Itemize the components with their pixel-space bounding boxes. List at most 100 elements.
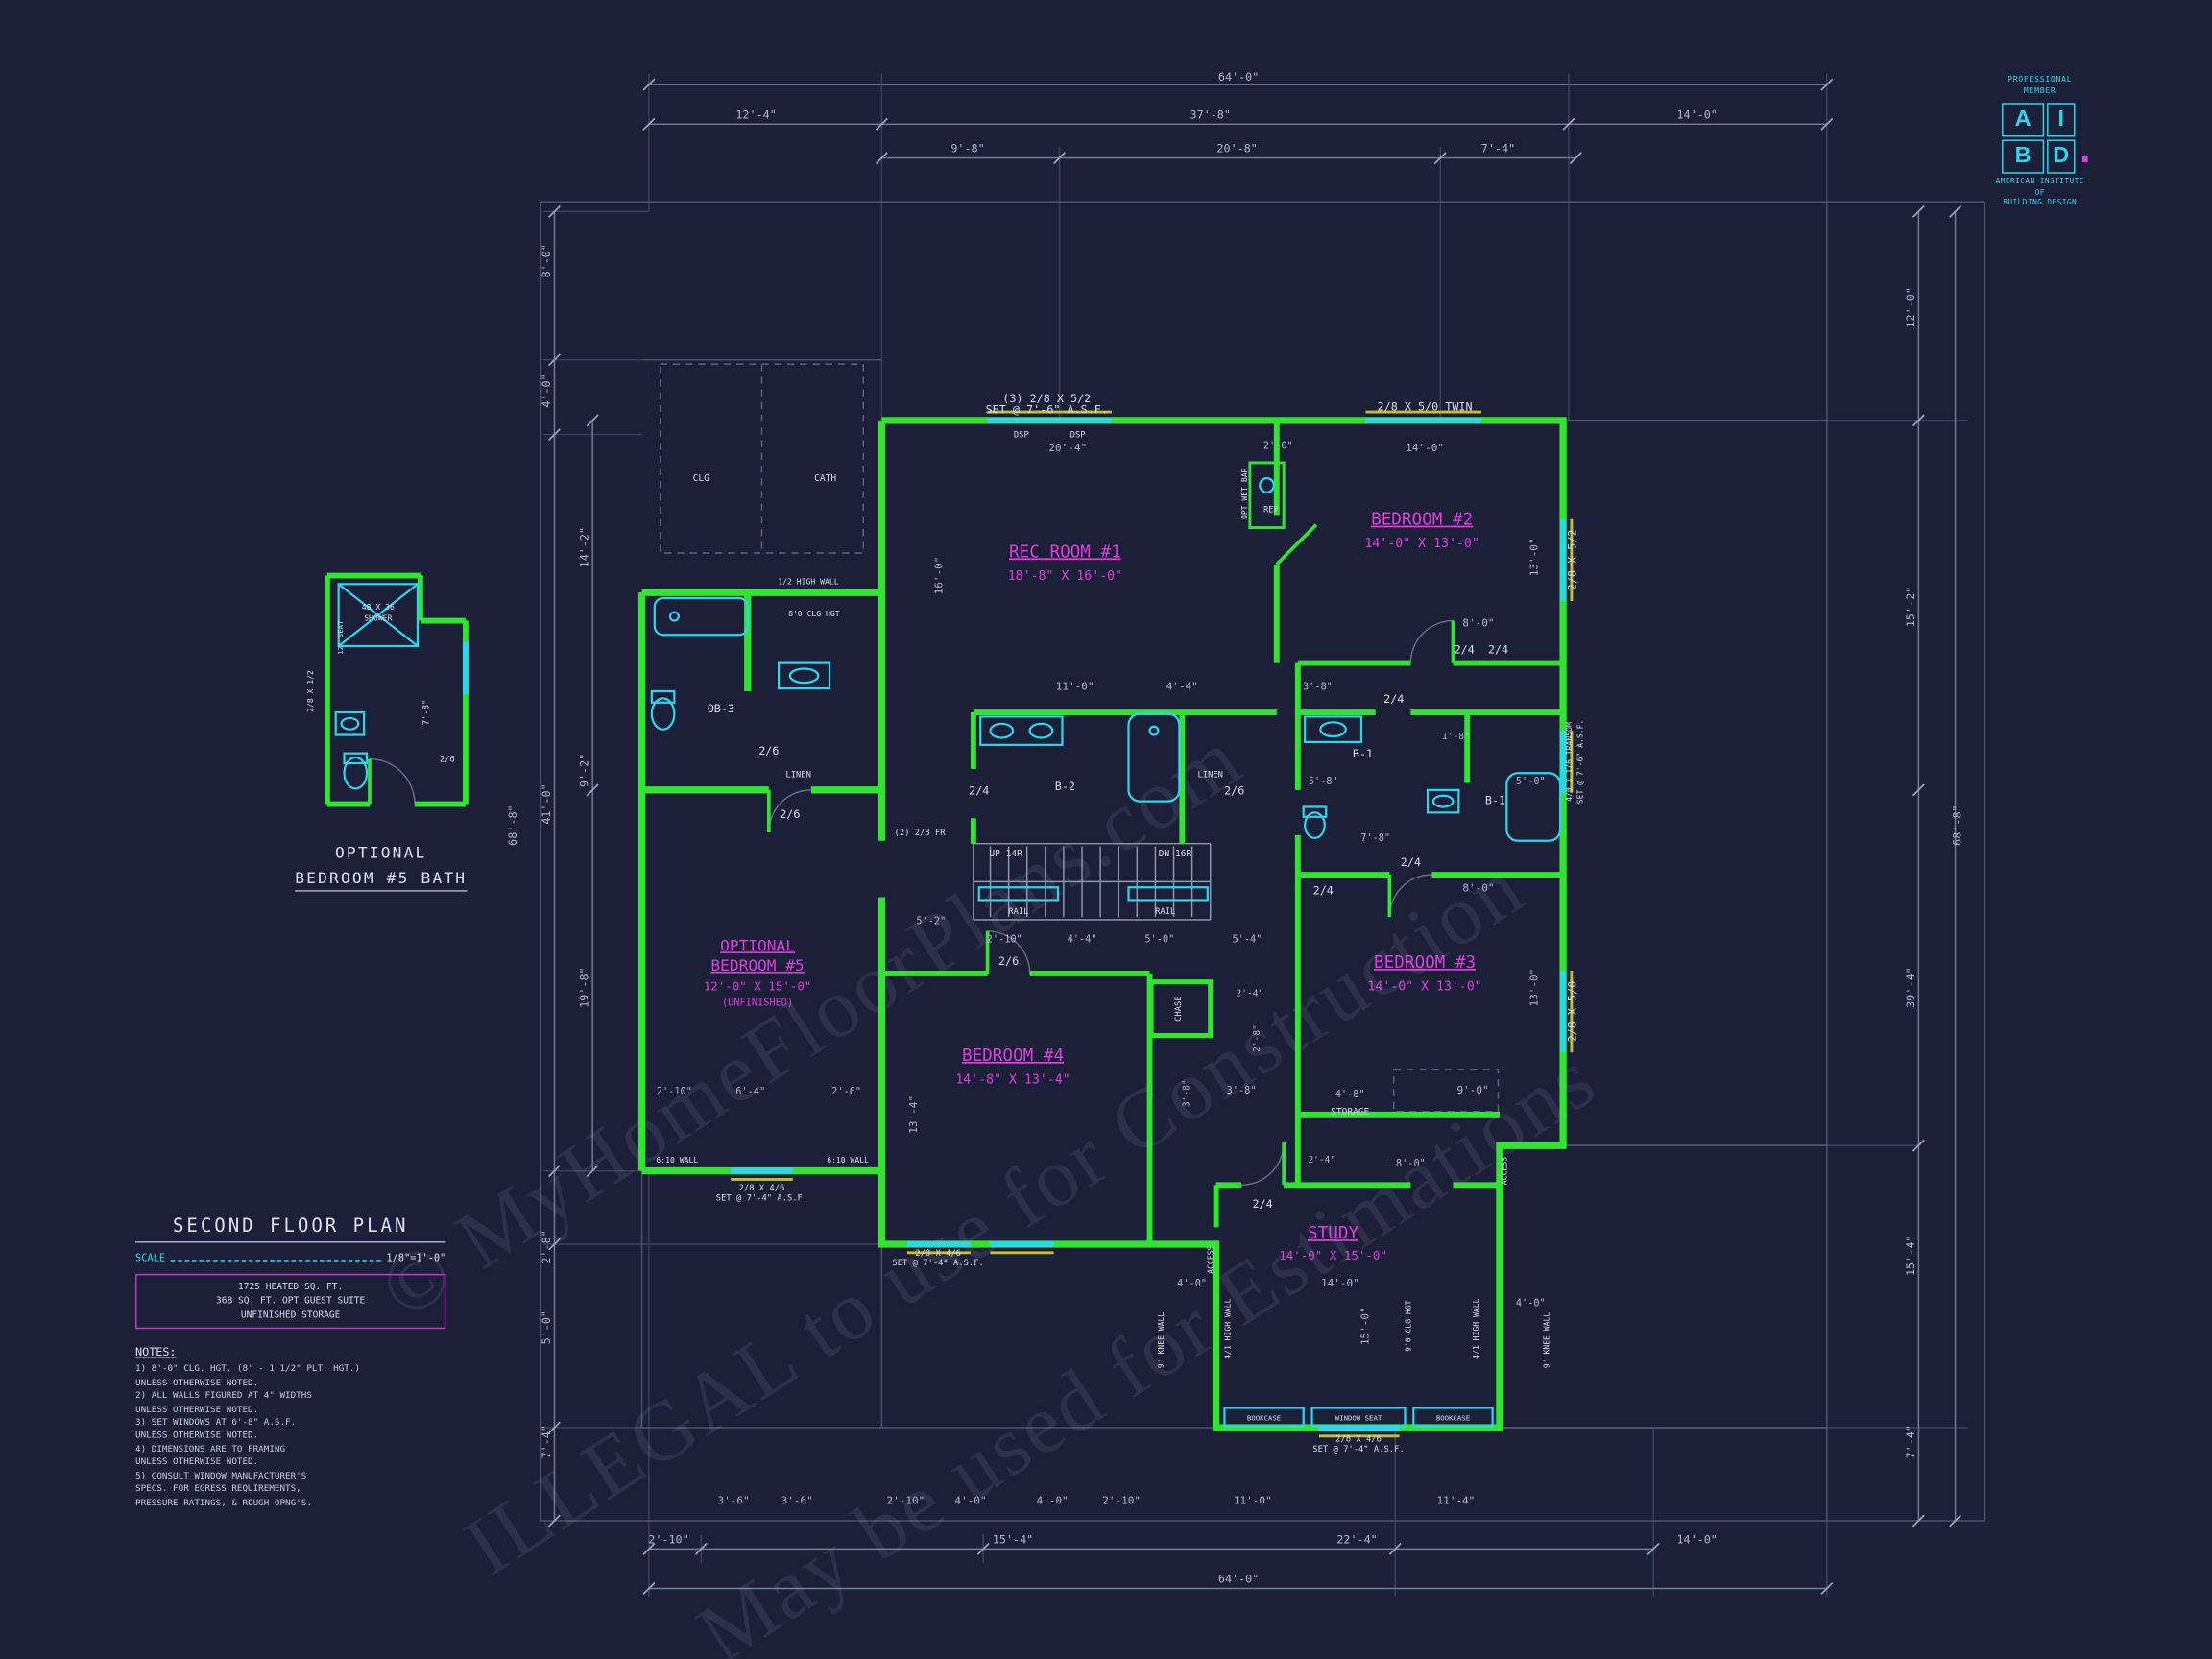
room-label-optional-bedroom-5: OPTIONAL: [720, 936, 795, 954]
dashed-line-layer: [659, 363, 1500, 1113]
plan-label: RAIL: [1008, 907, 1028, 917]
dimension-label: 2'-10": [886, 1494, 925, 1506]
plan-label: B-2: [1055, 780, 1075, 793]
room-label: 14'-0" X 13'-0": [1367, 980, 1481, 995]
dimension-label: 20'-8": [1216, 142, 1257, 156]
plan-label: REF: [1263, 505, 1279, 515]
page-title: SECOND FLOOR PLAN: [135, 1216, 446, 1243]
door-size-label: 2/6: [998, 954, 1019, 968]
plan-label: RAIL: [1155, 907, 1175, 917]
dimension-label: 3'-8": [1182, 1079, 1192, 1107]
bathtub: [1127, 712, 1181, 803]
dimension-label: 19'-8": [578, 967, 591, 1007]
dimension-label: 9'-8": [950, 142, 984, 156]
door-size-label: 2/4: [1455, 642, 1475, 656]
dimension-label: 5'-4": [1232, 934, 1262, 946]
window-spec-label: (3) 2/8 X 5/2: [1002, 392, 1091, 405]
wall-detail-bath: [324, 572, 469, 807]
dimension-label: 2'-4": [1237, 988, 1264, 998]
dimension-label: 4'-0": [954, 1494, 986, 1506]
plan-label: STORAGE: [1331, 1107, 1369, 1118]
room-label-study: STUDY: [1308, 1224, 1358, 1243]
room-label: (UNFINISHED): [722, 998, 793, 1009]
reference-outline-layer: [540, 201, 1986, 1522]
plan-label: 4/1 HIGH WALL: [1222, 1298, 1232, 1358]
dimension-label: 9'-2": [578, 754, 591, 787]
dimension-label: 9'-0": [1456, 1084, 1488, 1096]
window-spec-label: DSP: [1070, 431, 1086, 441]
dimension-label: 15'-2": [1904, 587, 1917, 627]
annotation-layer: 64'-0"12'-4"37'-8"14'-0"9'-8"20'-8"7'-4"…: [305, 70, 1963, 1586]
plan-label: OB-3: [708, 702, 734, 715]
plan-label: BOOKCASE: [1247, 1414, 1281, 1423]
dimension-label: 14'-0": [1321, 1277, 1359, 1289]
double-vanity: [979, 715, 1064, 746]
dimension-label: 7'-4": [1904, 1425, 1917, 1458]
window-spec-label: SET @ 7'-4" A.S.F.: [1312, 1445, 1404, 1455]
vanity-sink: [778, 661, 831, 690]
scale-dots: [170, 1254, 381, 1262]
plan-label: 4/1 HIGH WALL: [1471, 1298, 1480, 1358]
bar-sink: [1259, 477, 1275, 493]
dimension-label: 6'-4": [735, 1086, 765, 1097]
detail-label: 2/6: [440, 755, 455, 764]
scale-row: SCALE 1/8"=1'-0": [135, 1253, 445, 1264]
dimension-label: 2'-0": [1263, 440, 1293, 451]
wall-left-wing: [637, 589, 882, 1175]
room-label: 12'-0" X 15'-0": [704, 979, 812, 994]
dimension-label: 3'-6": [781, 1494, 813, 1506]
room-label: 14'-0" X 15'-0": [1279, 1248, 1387, 1262]
dimension-label: 11'-0": [1056, 681, 1094, 693]
dimension-label: 2'-8": [540, 1230, 553, 1263]
logo-letter-a: A: [2002, 103, 2045, 138]
scale-value: 1/8"=1'-0": [386, 1252, 446, 1264]
dimension-label: 4'-4": [1068, 934, 1097, 946]
logo-member-text: PROFESSIONAL MEMBER: [2008, 76, 2073, 96]
plan-label: LINEN: [1197, 771, 1222, 781]
door-size-label: 2/4: [1401, 855, 1421, 869]
door-swing-arcs: [369, 619, 1454, 1187]
toilet: [1304, 811, 1326, 839]
door-size-label: 2/4: [1488, 642, 1508, 656]
dimension-label: 8'-0": [1462, 616, 1494, 629]
window-spec-label: SET @ 7'-6" A.S.F.: [1575, 720, 1585, 805]
dimension-label: 3'-6": [717, 1494, 749, 1506]
dimension-label: 14'-2": [578, 527, 591, 567]
detail-label: 48 X 36: [362, 602, 395, 612]
dimension-label: 4'-0": [540, 373, 553, 407]
toilet: [650, 697, 676, 731]
logo-org-text: AMERICAN INSTITUTE OF BUILDING DESIGN: [1995, 178, 2084, 208]
bathtub: [1505, 772, 1562, 842]
staircase: [973, 842, 1212, 921]
dimension-label: 64'-0": [1218, 70, 1259, 84]
window-header-layer: [731, 410, 1574, 1438]
dimension-label: 64'-0": [1218, 1573, 1259, 1586]
wall-interior: [881, 420, 1564, 1245]
dimension-label: 13'-4": [907, 1095, 920, 1134]
room-label: BEDROOM #5: [710, 956, 804, 974]
window-spec-label: 2/8 X 4/6: [739, 1184, 785, 1193]
bookcase: [1223, 1407, 1305, 1428]
door-size-label: 2/4: [969, 783, 989, 797]
plan-label: UP 14R: [989, 849, 1022, 859]
plan-label: ACCESS: [1499, 1157, 1508, 1185]
dimension-label: 14'-0": [1676, 1533, 1717, 1547]
dimension-label: 22'-4": [1336, 1533, 1377, 1547]
window-spec-label: 2/8 X 5/0 TWIN: [1378, 400, 1473, 414]
plan-label: OPT WET BAR: [1239, 468, 1249, 519]
dimension-label: 2'-6": [831, 1086, 861, 1097]
extension-line-layer: [542, 73, 1968, 1598]
logo-letter-grid: A I B D: [2002, 103, 2088, 175]
detail-title-line2: BEDROOM #5 BATH: [295, 869, 468, 892]
dimension-label: 4'-4": [1166, 681, 1198, 693]
vanity-sink: [334, 710, 366, 736]
logo-letter-b: B: [2002, 140, 2045, 175]
notes-heading: NOTES:: [135, 1346, 177, 1359]
plan-label: LINEN: [785, 771, 810, 781]
room-label: 14'-8" X 13'-4": [955, 1072, 1070, 1087]
door-size-label: 2/6: [780, 807, 800, 821]
dimension-label: 20'-4": [1048, 442, 1087, 454]
dimension-label: 11'-4": [1437, 1494, 1476, 1506]
dimension-label: 7'-8": [1360, 832, 1390, 844]
